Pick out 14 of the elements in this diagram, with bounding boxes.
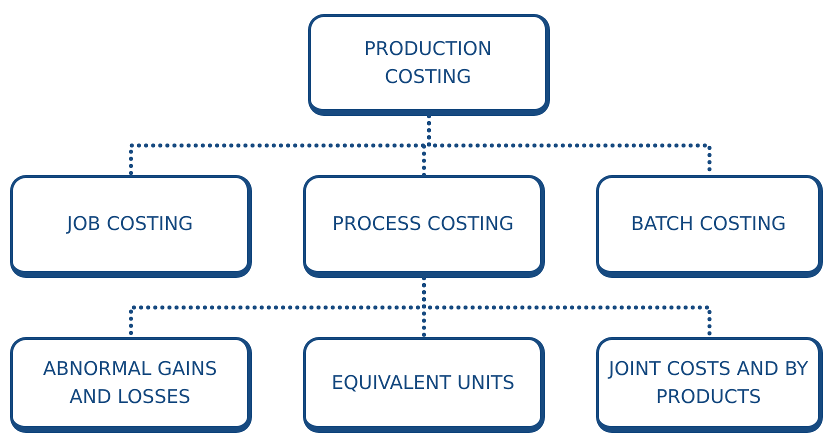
costing-box bbox=[596, 337, 823, 433]
costing-box bbox=[303, 337, 545, 433]
box-label: BATCH COSTING bbox=[630, 212, 786, 238]
box-label: JOB COSTING bbox=[66, 212, 194, 238]
costing-box bbox=[10, 175, 252, 278]
costing-box bbox=[596, 175, 823, 278]
costing-box bbox=[303, 175, 545, 278]
box-label: JOINT COSTS AND BY PRODUCTS bbox=[607, 356, 810, 410]
costing-box bbox=[10, 337, 252, 433]
box-label: EQUIVALENT UNITS bbox=[331, 370, 515, 396]
costing-box bbox=[308, 14, 550, 116]
box-label: PRODUCTION COSTING bbox=[363, 36, 493, 90]
box-label: ABNORMAL GAINS AND LOSSES bbox=[42, 356, 218, 410]
box-label: PROCESS COSTING bbox=[332, 212, 514, 238]
